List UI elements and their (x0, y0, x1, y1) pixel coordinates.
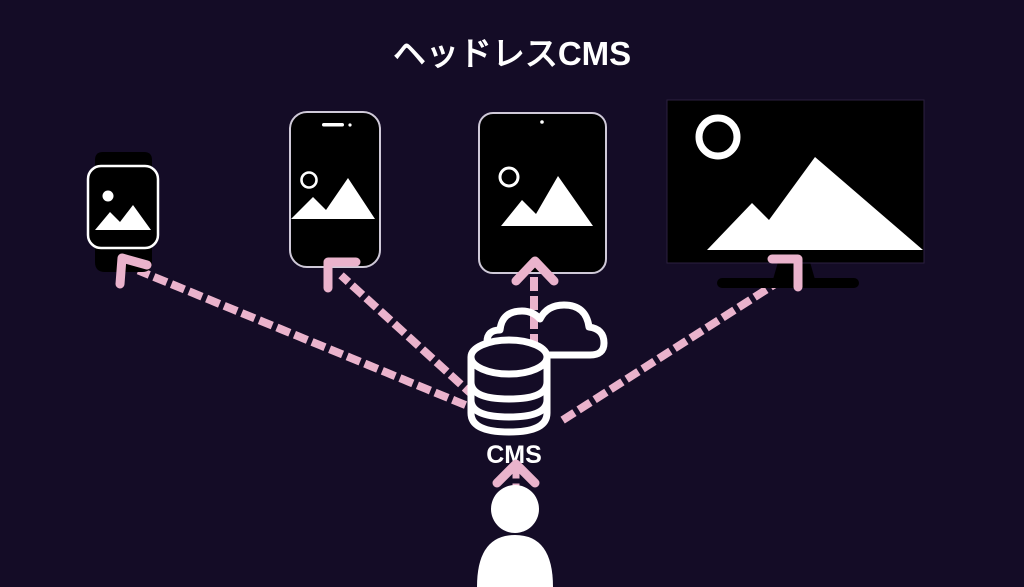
smartwatch-screen (86, 164, 160, 250)
television-stand-base (717, 278, 859, 288)
image-placeholder-icon-sun (102, 190, 114, 202)
arrowhead-to-smartwatch (115, 253, 152, 289)
arrowhead-to-tablet (511, 256, 559, 286)
image-placeholder-icon-sun (498, 166, 520, 188)
smartphone-icon[interactable] (289, 111, 381, 268)
arrowhead-to-smartphone (323, 257, 361, 293)
arrowheads (115, 253, 803, 488)
person-head (491, 485, 539, 533)
arrowhead-to-television (767, 254, 803, 292)
person-body (477, 535, 553, 587)
connection-cms-to-television (560, 271, 792, 424)
image-placeholder-icon-mountains (707, 157, 923, 250)
image-placeholder-icon-sun (300, 171, 318, 189)
image-placeholder-icon-mountains (291, 178, 375, 219)
tablet-icon[interactable] (478, 112, 607, 274)
database-band-2 (467, 396, 551, 421)
image-placeholder-icon-mountains (501, 176, 593, 226)
smartphone-speaker (322, 123, 344, 127)
television-icon[interactable] (666, 99, 925, 288)
diagram-title: ヘッドレスCMS (393, 35, 631, 72)
arrowhead-author-to-cms (492, 459, 540, 488)
database-band-1 (467, 378, 551, 403)
person-icon[interactable] (477, 485, 553, 587)
connection-cms-to-smartwatch (136, 266, 503, 424)
smartwatch-icon[interactable] (86, 152, 160, 272)
tablet-body (478, 112, 607, 274)
smartphone-body (289, 111, 381, 268)
smartphone-camera-icon (348, 123, 352, 127)
image-placeholder-icon-sun (695, 114, 741, 160)
cloud-icon (483, 301, 608, 359)
image-placeholder-icon-mountains (95, 205, 151, 230)
cms-hub[interactable]: CMS (467, 301, 608, 469)
tablet-camera-icon (540, 120, 544, 124)
database-cylinder-top (467, 336, 551, 378)
